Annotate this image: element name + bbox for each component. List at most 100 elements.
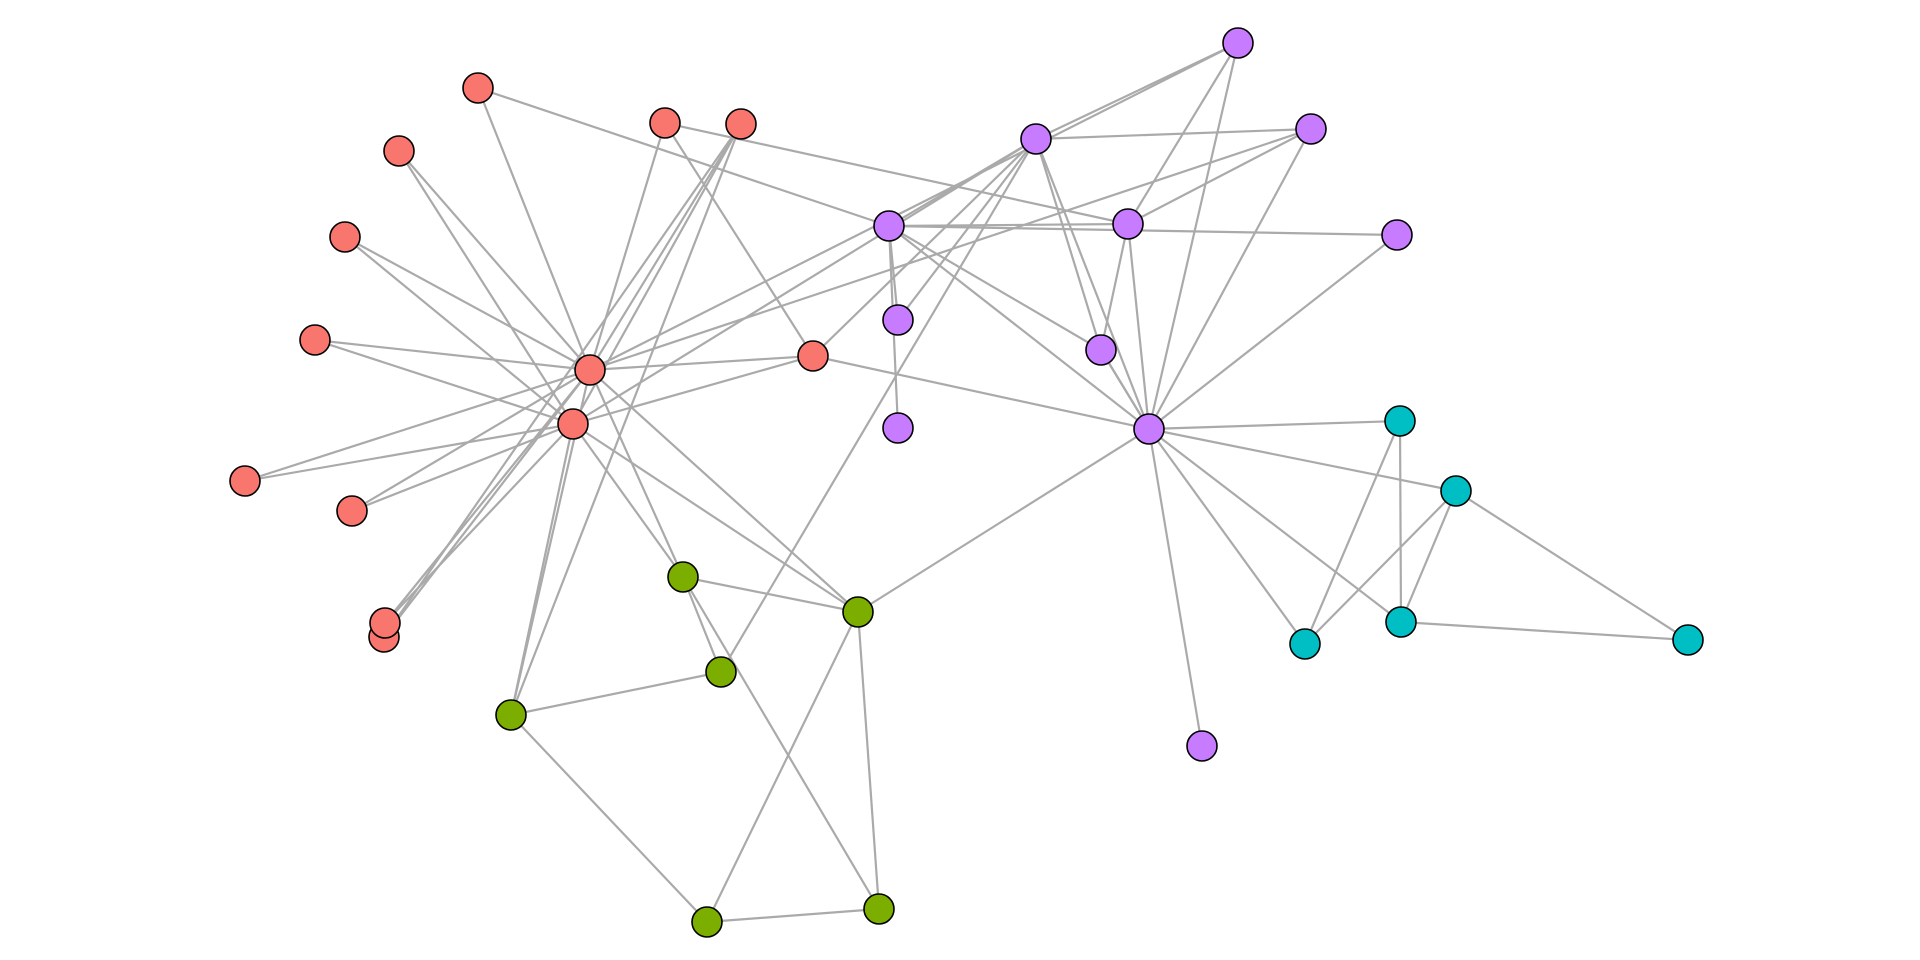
node-t-b (1440, 475, 1472, 507)
edge-p-top-p-a (1035, 42, 1239, 140)
node-p-d (1112, 208, 1144, 240)
edge-p-top-p-i (1034, 138, 1103, 351)
node-g-e (691, 906, 723, 938)
node-r-hub-2 (557, 408, 589, 440)
edge-p-d-p-a (1127, 42, 1239, 225)
edge-p-d-p-hub (1126, 223, 1151, 430)
edge-t-d-t-e (1400, 620, 1689, 642)
edge-t-a-t-c (1303, 420, 1402, 645)
node-r-k (725, 108, 757, 140)
edge-t-b-t-d (1399, 490, 1458, 623)
edge-t-a-t-d (1398, 420, 1403, 623)
edge-r-hub-1-r-i (384, 369, 591, 624)
edge-g-d-g-b (681, 576, 723, 673)
edge-g-b-g-c (682, 575, 859, 614)
edge-r-hub-1-r-h (351, 369, 591, 512)
edge-p-d-p-i (1099, 223, 1130, 351)
edge-p-top-p-e (897, 138, 1037, 321)
edge-r-hub-2-g-a (509, 423, 575, 716)
edge-r-hub-2-p-top (572, 138, 1037, 425)
edge-r-k-g-a (509, 123, 743, 716)
edge-g-e-g-f (706, 907, 880, 924)
edge-p-hub-t-b (1148, 427, 1457, 493)
node-g-b (667, 561, 699, 593)
node-p-g (882, 412, 914, 444)
edge-r-hub-1-r-g (383, 369, 591, 638)
node-p-top (1020, 123, 1052, 155)
node-t-a (1384, 405, 1416, 437)
edge-r-hub-1-r-j (589, 354, 814, 372)
edge-r-hub-1-r-f (588, 122, 667, 371)
node-p-e (882, 304, 914, 336)
node-r-e (229, 465, 261, 497)
edge-r-hub-2-g-b (572, 423, 684, 578)
edge-r-hub-1-p-a (589, 42, 1239, 371)
node-r-f (649, 107, 681, 139)
edge-r-hub-2-g-c (572, 423, 859, 613)
edge-g-a-g-e (510, 714, 708, 923)
node-r-b (383, 135, 415, 167)
edge-r-hub-1-r-e (244, 368, 591, 483)
edge-g-c-g-f (856, 611, 881, 910)
node-r-hub-1 (574, 354, 606, 386)
node-r-c (329, 221, 361, 253)
node-r-i (369, 607, 401, 639)
edge-r-hub-1-r-c (344, 236, 591, 371)
edge-r-f-r-j (664, 122, 814, 357)
edge-r-hub-2-r-j (572, 354, 814, 426)
node-p-f (1381, 219, 1413, 251)
edge-p-hub-p-f (1148, 234, 1398, 430)
edge-t-b-t-e (1455, 490, 1689, 641)
edge-r-hub-2-r-h (351, 422, 574, 513)
node-p-b (873, 210, 905, 242)
edge-p-hub-t-c (1148, 428, 1306, 645)
edge-p-c-p-hub (1148, 128, 1312, 430)
edge-p-b-p-hub (888, 225, 1150, 430)
node-t-d (1385, 606, 1417, 638)
node-g-c (842, 596, 874, 628)
node-r-j (797, 340, 829, 372)
node-r-d (299, 324, 331, 356)
node-r-h (336, 495, 368, 527)
node-layer (229, 27, 1704, 938)
edge-g-b-g-f (682, 576, 880, 910)
edge-p-hub-t-a (1148, 419, 1401, 431)
edge-r-f-p-d (664, 121, 1129, 226)
node-p-c (1295, 113, 1327, 145)
node-r-a (462, 72, 494, 104)
edge-p-top-p-b (888, 138, 1037, 227)
node-g-f (863, 893, 895, 925)
edge-r-hub-1-r-k (589, 123, 742, 371)
edge-p-c-p-d (1127, 128, 1312, 225)
edge-r-k-r-g (383, 123, 742, 638)
edge-r-hub-1-r-d (314, 338, 591, 372)
edge-g-c-p-hub (857, 428, 1150, 613)
edge-r-hub-1-r-b (398, 150, 591, 371)
edge-r-hub-2-r-d (314, 338, 574, 426)
edge-r-hub-2-r-e (244, 422, 574, 483)
node-p-a (1222, 27, 1254, 59)
node-t-e (1672, 624, 1704, 656)
node-p-hub (1133, 413, 1165, 445)
node-g-d (705, 656, 737, 688)
edge-r-j-p-hub (812, 354, 1150, 431)
edge-p-b-p-f (888, 224, 1398, 237)
edge-p-hub-t-d (1148, 428, 1402, 623)
node-p-h (1186, 730, 1218, 762)
edge-r-hub-2-r-c (344, 236, 574, 425)
edge-p-hub-p-a (1147, 42, 1240, 430)
edge-r-a-p-b (477, 86, 890, 228)
node-p-i (1085, 334, 1117, 366)
edge-r-hub-1-r-a (476, 87, 592, 371)
node-t-c (1289, 628, 1321, 660)
edge-p-top-p-hub (1034, 138, 1151, 430)
edge-g-c-g-e (706, 611, 859, 923)
edge-r-hub-1-g-c (589, 369, 859, 613)
edge-p-hub-p-h (1147, 428, 1204, 747)
edge-r-hub-2-r-b (398, 150, 574, 425)
edge-t-b-t-c (1304, 490, 1457, 645)
edge-p-top-p-c (1035, 127, 1312, 141)
edge-p-b-p-i (888, 225, 1102, 351)
edge-g-a-g-d (510, 670, 722, 717)
